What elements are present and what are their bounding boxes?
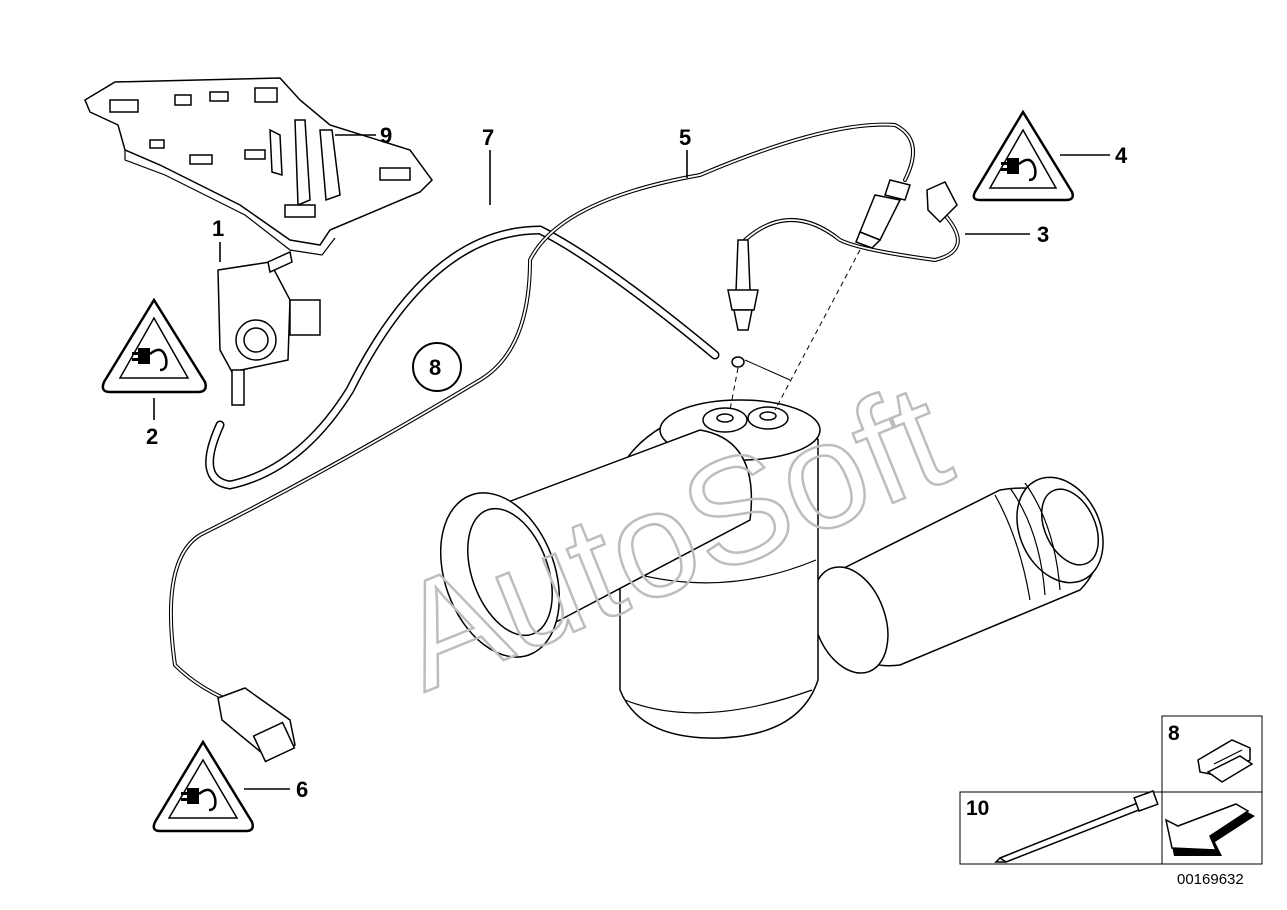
callout-3: 3 [1037, 222, 1049, 247]
callout-7: 7 [482, 125, 494, 150]
bracket-part-9 [84, 77, 433, 256]
cable-tie-icon [994, 790, 1159, 863]
sensor-part-1 [217, 250, 321, 406]
legend-box-8: 8 [1161, 715, 1263, 793]
warning-triangle-4 [972, 109, 1074, 202]
legend-box-arrow [1161, 791, 1263, 865]
oxygen-sensor-part-3 [727, 181, 960, 368]
connector-part-6 [217, 687, 296, 763]
callout-1: 1 [212, 216, 224, 241]
catalytic-converter [439, 399, 1104, 739]
leader-lines [153, 134, 1110, 790]
warning-connector-icon [1001, 158, 1037, 182]
callout-5: 5 [679, 125, 691, 150]
callout-8-circle [412, 342, 462, 392]
clip-icon [1197, 739, 1254, 783]
warning-triangle-6 [152, 739, 254, 833]
callout-8: 8 [429, 355, 441, 380]
warning-triangle-2 [101, 297, 207, 394]
callout-6: 6 [296, 777, 308, 802]
warning-connector-icon [132, 348, 168, 372]
oxygen-sensor-part-4 [855, 179, 911, 249]
callout-9: 9 [380, 123, 392, 148]
install-guides [729, 249, 861, 411]
legend-box-8-label: 8 [1168, 722, 1180, 745]
legend-box-10: 10 [959, 790, 1163, 865]
sensor-cable-part-5 [168, 122, 915, 707]
callout-2: 2 [146, 424, 158, 449]
arrow-icon [1164, 803, 1255, 856]
warning-connector-icon [181, 788, 217, 812]
vacuum-hose-part-7 [205, 225, 720, 490]
reference-code: 00169632 [1177, 871, 1244, 888]
callout-4: 4 [1115, 143, 1128, 168]
legend-box-10-label: 10 [966, 797, 989, 820]
